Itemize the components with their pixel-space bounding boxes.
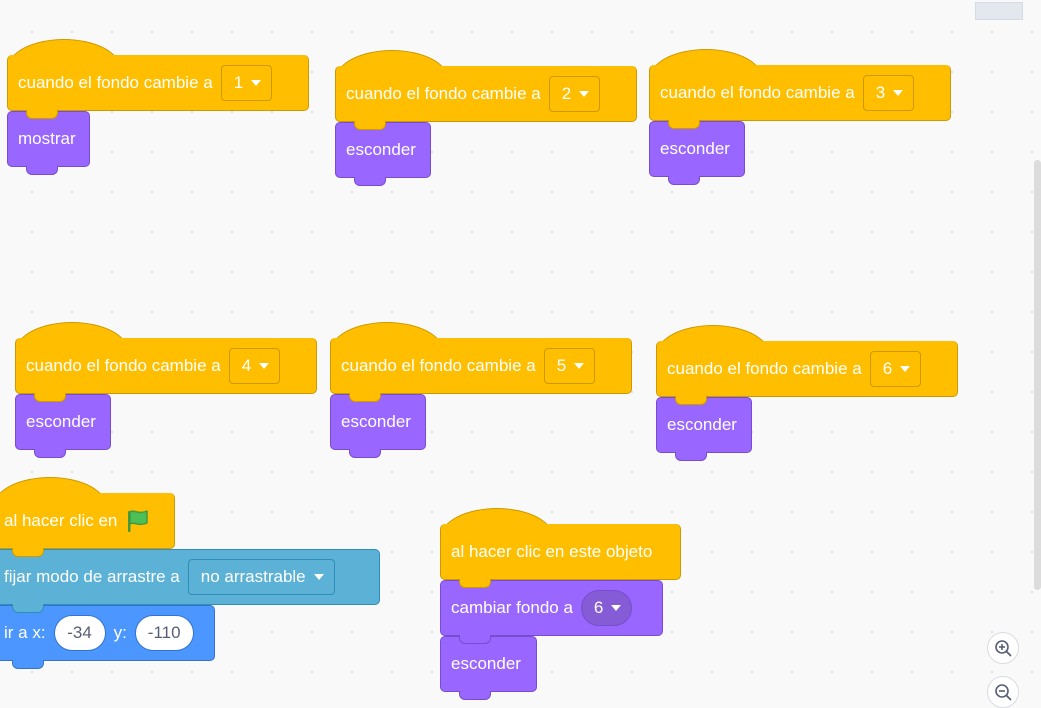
- backdrop-dropdown[interactable]: 4: [228, 347, 281, 384]
- block-label: esconder: [451, 654, 521, 673]
- chevron-down-icon: [900, 365, 911, 372]
- hat-label: cuando el fondo cambie a: [26, 355, 221, 375]
- chevron-down-icon: [574, 362, 585, 369]
- block-notch: [349, 393, 381, 402]
- sensing-block-set-drag-mode[interactable]: fijar modo de arrastre a no arrastrable: [0, 549, 380, 613]
- chevron-down-icon: [893, 89, 904, 96]
- hat-block-backdrop-switch[interactable]: cuando el fondo cambie a 2: [335, 66, 637, 130]
- looks-block-hide[interactable]: esconder: [335, 122, 431, 186]
- block-notch: [12, 548, 44, 557]
- looks-block-hide[interactable]: esconder: [649, 121, 745, 185]
- block-label: esconder: [346, 140, 416, 159]
- hat-label: cuando el fondo cambie a: [660, 82, 855, 102]
- block-notch: [354, 177, 386, 186]
- hat-label: cuando el fondo cambie a: [346, 83, 541, 103]
- x-input[interactable]: -34: [53, 615, 106, 651]
- looks-block-hide[interactable]: esconder: [656, 397, 752, 461]
- hat-label: al hacer clic en este objeto: [451, 541, 653, 561]
- backdrop-value: 3: [875, 82, 886, 102]
- block-notch: [675, 452, 707, 461]
- motion-block-go-to-xy[interactable]: ir a x: -34 y: -110: [0, 605, 215, 669]
- looks-block-hide[interactable]: esconder: [330, 394, 426, 458]
- chevron-down-icon: [313, 574, 324, 580]
- hat-label: cuando el fondo cambie a: [18, 72, 213, 92]
- backdrop-dropdown[interactable]: 3: [862, 74, 915, 111]
- green-flag-icon: [128, 509, 149, 532]
- chevron-down-icon: [611, 605, 622, 611]
- looks-block-show[interactable]: mostrar: [7, 111, 90, 175]
- backdrop-dropdown[interactable]: 1: [220, 64, 273, 101]
- block-notch: [26, 110, 58, 119]
- block-notch: [668, 176, 700, 185]
- block-notch: [349, 449, 381, 458]
- chevron-down-icon: [251, 79, 262, 86]
- backdrop-value: 5: [556, 355, 567, 375]
- backdrop-value: 6: [882, 358, 893, 378]
- hat-block-sprite-clicked[interactable]: al hacer clic en este objeto: [440, 524, 681, 588]
- hat-label: cuando el fondo cambie a: [341, 355, 536, 375]
- block-notch: [459, 579, 491, 588]
- block-notch: [354, 121, 386, 130]
- drag-mode-dropdown[interactable]: no arrastrable: [187, 559, 335, 595]
- block-notch: [675, 396, 707, 405]
- backdrop-value: 6: [593, 598, 604, 617]
- y-input[interactable]: -110: [134, 615, 194, 651]
- hat-block-backdrop-switch[interactable]: cuando el fondo cambie a 4: [15, 338, 317, 402]
- hat-block-backdrop-switch[interactable]: cuando el fondo cambie a 6: [656, 341, 958, 405]
- looks-block-hide[interactable]: esconder: [15, 394, 111, 458]
- block-notch: [12, 604, 44, 613]
- backdrop-value: 4: [241, 355, 252, 375]
- block-notch: [26, 166, 58, 175]
- block-label: esconder: [660, 139, 730, 158]
- block-label: cambiar fondo a: [451, 598, 573, 617]
- hat-block-backdrop-switch[interactable]: cuando el fondo cambie a 5: [330, 338, 632, 402]
- block-label: esconder: [26, 412, 96, 431]
- backdrop-dropdown[interactable]: 2: [548, 75, 601, 112]
- drag-mode-value: no arrastrable: [200, 567, 306, 586]
- looks-block-hide[interactable]: esconder: [440, 636, 537, 700]
- backdrop-value: 2: [561, 83, 572, 103]
- backdrop-value: 1: [233, 72, 244, 92]
- workspace-thumbnail: [975, 2, 1023, 20]
- looks-block-switch-backdrop[interactable]: cambiar fondo a 6: [440, 580, 663, 644]
- block-label: mostrar: [18, 129, 76, 148]
- backdrop-dropdown[interactable]: 6: [869, 350, 922, 387]
- block-label: fijar modo de arrastre a: [4, 567, 180, 586]
- block-notch: [34, 449, 66, 458]
- chevron-down-icon: [259, 362, 270, 369]
- zoom-in-button[interactable]: [987, 632, 1019, 664]
- block-notch: [12, 660, 44, 669]
- zoom-in-icon: [995, 640, 1012, 657]
- block-notch: [34, 393, 66, 402]
- block-notch: [668, 120, 700, 129]
- block-label: y:: [113, 623, 127, 642]
- hat-block-backdrop-switch[interactable]: cuando el fondo cambie a 3: [649, 65, 951, 129]
- hat-label: cuando el fondo cambie a: [667, 358, 862, 378]
- hat-block-backdrop-switch[interactable]: cuando el fondo cambie a 1: [7, 55, 309, 119]
- block-label: esconder: [341, 412, 411, 431]
- backdrop-dropdown[interactable]: 5: [543, 347, 596, 384]
- block-notch: [459, 635, 491, 644]
- vertical-scrollbar[interactable]: [1034, 160, 1041, 590]
- zoom-out-icon: [995, 684, 1012, 701]
- backdrop-dropdown[interactable]: 6: [580, 590, 633, 626]
- block-label: ir a x:: [4, 623, 46, 642]
- hat-block-green-flag[interactable]: al hacer clic en: [0, 493, 175, 557]
- zoom-out-button[interactable]: [987, 676, 1019, 708]
- block-notch: [459, 691, 491, 700]
- block-label: esconder: [667, 415, 737, 434]
- chevron-down-icon: [579, 90, 590, 97]
- hat-label: al hacer clic en: [4, 510, 118, 530]
